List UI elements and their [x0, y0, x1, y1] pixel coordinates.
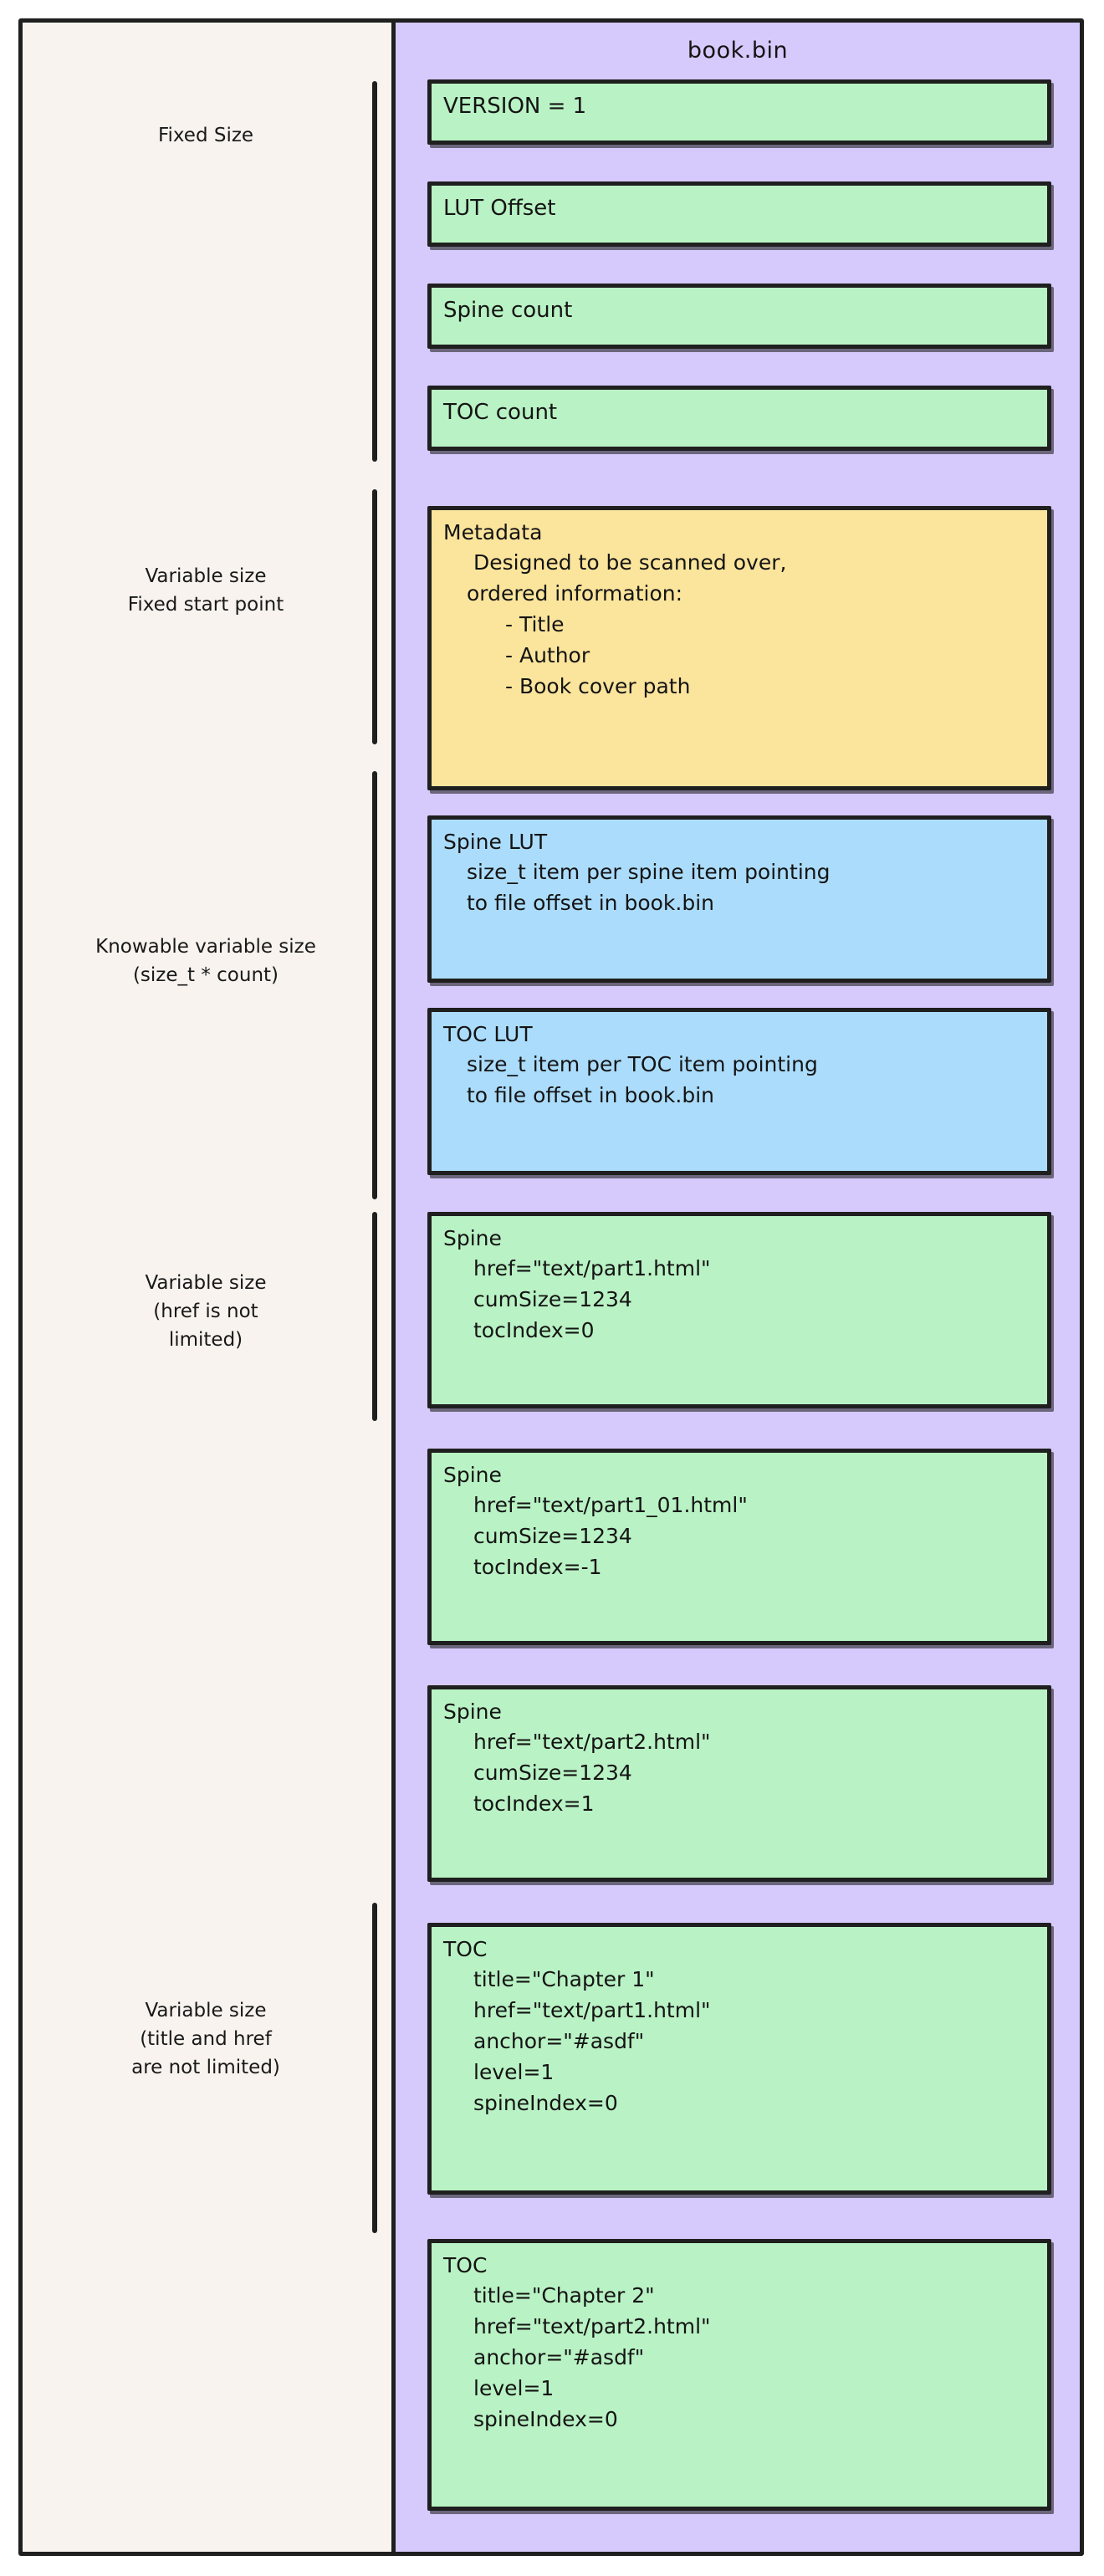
section-spine-count-title: Spine count	[443, 298, 573, 323]
section-spine-3-tocindex: tocIndex=1	[473, 1791, 595, 1816]
section-toc-1[interactable]: TOC title="Chapter 1" href="text/part1.h…	[427, 1923, 1051, 2195]
section-metadata-title: Metadata	[443, 520, 543, 544]
section-metadata[interactable]: Metadata Designed to be scanned over, or…	[427, 506, 1051, 790]
section-spine-2[interactable]: Spine href="text/part1_01.html" cumSize=…	[427, 1449, 1051, 1645]
section-toc-2-anchor: anchor="#asdf"	[473, 2345, 645, 2369]
section-toc-1-href: href="text/part1.html"	[473, 1998, 711, 2022]
section-spine-1-href: href="text/part1.html"	[473, 1256, 711, 1280]
section-metadata-subline-2: - Author	[505, 643, 590, 667]
note-fixed-size: Fixed Size	[157, 125, 254, 146]
section-toc-1-title: TOC	[443, 1937, 488, 1961]
section-metadata-line-1: Designed to be scanned over,	[473, 550, 787, 575]
book-bin-panel: book.bin VERSION = 1 LUT Offset Spine co…	[391, 23, 1080, 2552]
note-variable-title-href: Variable size (title and href are not li…	[131, 2000, 280, 2078]
section-spine-2-title: Spine	[443, 1463, 502, 1487]
section-version-title: VERSION = 1	[443, 94, 587, 119]
section-metadata-subline-3: - Book cover path	[505, 674, 691, 698]
bracket-variable-fixed-start	[372, 489, 377, 744]
section-toc-2-spineindex: spineIndex=0	[473, 2407, 618, 2431]
section-spine-2-tocindex: tocIndex=-1	[473, 1555, 602, 1579]
section-spine-lut[interactable]: Spine LUT size_t item per spine item poi…	[427, 815, 1051, 983]
section-spine-3[interactable]: Spine href="text/part2.html" cumSize=123…	[427, 1685, 1051, 1882]
section-spine-2-href: href="text/part1_01.html"	[473, 1493, 748, 1517]
section-toc-2[interactable]: TOC title="Chapter 2" href="text/part2.h…	[427, 2239, 1051, 2511]
section-toc-1-anchor: anchor="#asdf"	[473, 2029, 645, 2053]
section-metadata-line-2: ordered information:	[467, 581, 683, 606]
bracket-variable-href	[372, 1212, 377, 1421]
section-toc-2-level: level=1	[473, 2376, 555, 2400]
bracket-variable-title-href	[372, 1903, 377, 2233]
section-spine-3-title: Spine	[443, 1699, 502, 1724]
note-knowable-variable: Knowable variable size (size_t * count)	[95, 936, 316, 986]
section-toc-2-title-attr: title="Chapter 2"	[473, 2283, 655, 2308]
section-toc-1-title-attr: title="Chapter 1"	[473, 1967, 655, 1991]
section-spine-1-title: Spine	[443, 1226, 502, 1250]
note-variable-fixed-start: Variable size Fixed start point	[127, 565, 284, 616]
panel-title: book.bin	[687, 38, 789, 64]
left-notes-column: Fixed Size Variable size Fixed start poi…	[23, 23, 392, 2552]
section-toc-count[interactable]: TOC count	[427, 386, 1051, 451]
section-toc-lut[interactable]: TOC LUT size_t item per TOC item pointin…	[427, 1008, 1051, 1175]
section-lut-offset-title: LUT Offset	[443, 196, 556, 221]
section-toc-2-href: href="text/part2.html"	[473, 2314, 711, 2338]
bracket-knowable-variable	[372, 771, 377, 1199]
section-toc-count-title: TOC count	[443, 400, 558, 425]
section-toc-2-title: TOC	[443, 2253, 488, 2277]
section-spine-1-tocindex: tocIndex=0	[473, 1318, 595, 1342]
section-toc-lut-line-1: size_t item per TOC item pointing	[467, 1052, 818, 1076]
diagram-frame: Fixed Size Variable size Fixed start poi…	[18, 18, 1084, 2556]
section-spine-count[interactable]: Spine count	[427, 284, 1051, 349]
section-spine-3-cumsize: cumSize=1234	[473, 1761, 632, 1785]
bracket-fixed-size	[372, 81, 377, 462]
section-spine-lut-line-1: size_t item per spine item pointing	[467, 860, 831, 884]
section-toc-1-spineindex: spineIndex=0	[473, 2091, 618, 2115]
section-lut-offset[interactable]: LUT Offset	[427, 181, 1051, 247]
section-spine-1[interactable]: Spine href="text/part1.html" cumSize=123…	[427, 1212, 1051, 1408]
section-spine-3-href: href="text/part2.html"	[473, 1730, 711, 1754]
section-version[interactable]: VERSION = 1	[427, 79, 1051, 145]
section-spine-lut-title: Spine LUT	[443, 830, 548, 854]
section-spine-2-cumsize: cumSize=1234	[473, 1524, 632, 1548]
section-spine-lut-line-2: to file offset in book.bin	[467, 891, 715, 915]
section-toc-1-level: level=1	[473, 2060, 555, 2084]
note-variable-href: Variable size (href is not limited)	[145, 1272, 267, 1351]
section-toc-lut-line-2: to file offset in book.bin	[467, 1083, 715, 1107]
section-metadata-subline-1: - Title	[505, 612, 565, 636]
section-spine-1-cumsize: cumSize=1234	[473, 1287, 632, 1311]
section-toc-lut-title: TOC LUT	[443, 1022, 533, 1046]
